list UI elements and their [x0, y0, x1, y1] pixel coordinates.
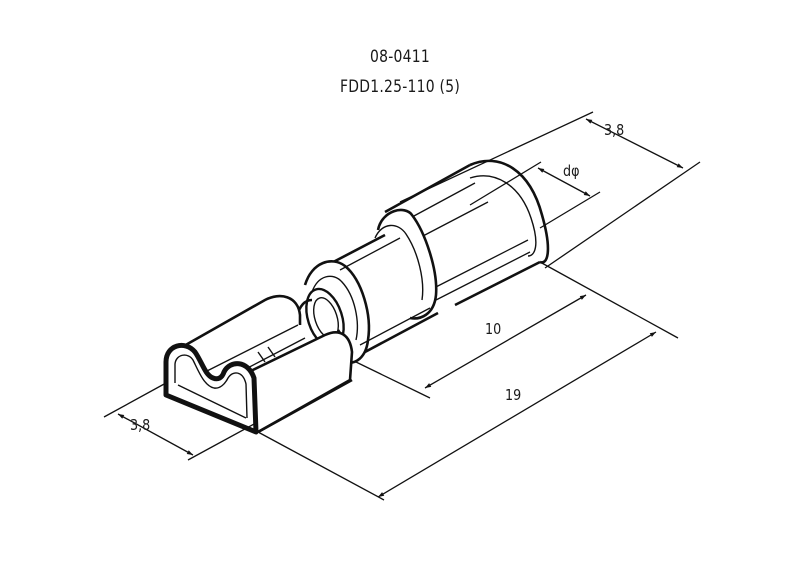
wire-dimensions: [538, 119, 683, 196]
insulation-sleeve: [375, 161, 548, 319]
dimension-label-total-length: 19: [505, 386, 522, 404]
part-number: 08-0411: [370, 47, 430, 67]
dimension-label-wire-diameter: dφ: [563, 162, 580, 180]
dimension-label-blade-width: 3,8: [130, 416, 151, 434]
dimension-label-sleeve-length: 10: [485, 320, 502, 338]
blade-width-dimension: [104, 383, 256, 460]
title-block: 08-0411 FDD1.25-110 (5): [0, 42, 800, 102]
length-dimensions: [258, 262, 678, 500]
receptacle-body: [166, 296, 352, 432]
model-designation: FDD1.25-110 (5): [339, 77, 461, 97]
wire-extension-lines: [400, 112, 700, 268]
dimension-label-wire-width: 3,8: [604, 121, 625, 139]
